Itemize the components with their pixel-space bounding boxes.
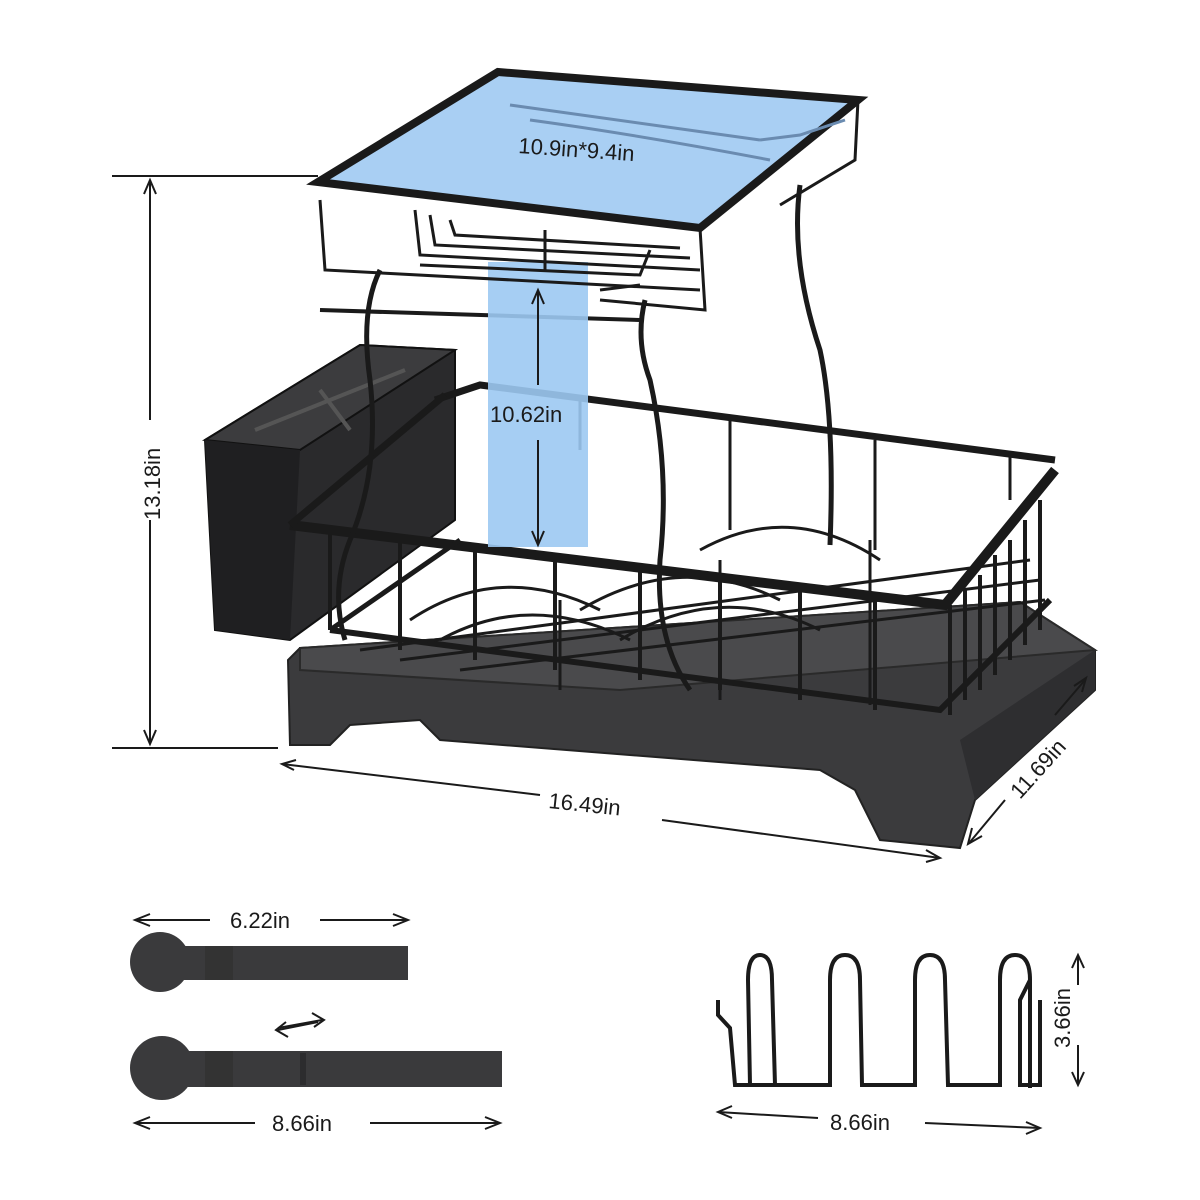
lid-rack-dimension-lines <box>715 952 1085 1135</box>
pot-lid-rack <box>716 952 1042 1088</box>
spout-short-label: 6.22in <box>230 908 290 933</box>
extend-arrows-icon <box>274 1012 326 1038</box>
dimension-lines <box>112 175 1088 863</box>
spout-dimension-lines <box>132 913 503 1130</box>
spout-long-label: 8.66in <box>272 1111 332 1136</box>
drain-spout-long <box>130 1036 502 1100</box>
total-height-label: 13.18in <box>140 448 165 520</box>
gap-height-label: 10.62in <box>490 402 562 427</box>
drain-spout-short <box>130 932 408 992</box>
drain-tray <box>286 600 1099 850</box>
lid-rack-height-label: 3.66in <box>1050 988 1075 1048</box>
lid-rack-width-label: 8.66in <box>830 1110 890 1135</box>
dish-basket <box>287 381 1059 715</box>
width-label: 16.49in <box>547 788 621 820</box>
top-shelf <box>306 67 869 312</box>
